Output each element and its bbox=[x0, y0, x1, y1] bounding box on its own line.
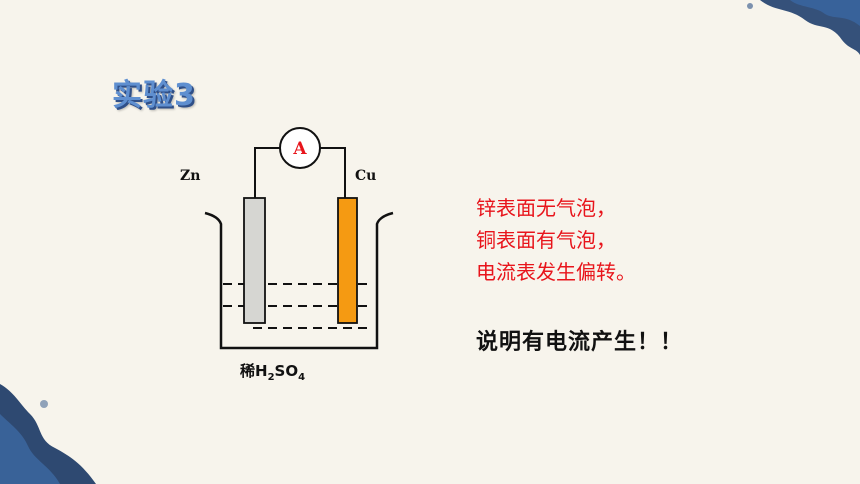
zinc-label: Zn bbox=[180, 168, 201, 184]
copper-electrode bbox=[337, 197, 358, 324]
galvanic-cell-diagram: A bbox=[204, 127, 394, 350]
ink-decoration-top-right bbox=[747, 0, 860, 55]
ammeter-icon bbox=[279, 127, 321, 169]
observation-copper: 铜表面有气泡， bbox=[476, 228, 616, 252]
ammeter-symbol: A bbox=[292, 139, 307, 159]
electrolyte-label: 稀H2SO4 bbox=[240, 362, 306, 383]
wire-left bbox=[254, 147, 280, 200]
beaker bbox=[204, 211, 394, 350]
ink-decoration-bottom-left bbox=[0, 384, 96, 484]
wire-right bbox=[320, 147, 346, 198]
copper-label: Cu bbox=[355, 168, 377, 184]
observation-zinc: 锌表面无气泡， bbox=[476, 196, 616, 220]
observation-ammeter: 电流表发生偏转。 bbox=[476, 260, 636, 284]
conclusion-text: 说明有电流产生！！ bbox=[476, 330, 684, 355]
zinc-electrode bbox=[243, 197, 266, 324]
slide-title: 实验3 bbox=[112, 78, 196, 113]
observations-list: 锌表面无气泡， 铜表面有气泡， 电流表发生偏转。 bbox=[476, 192, 636, 288]
